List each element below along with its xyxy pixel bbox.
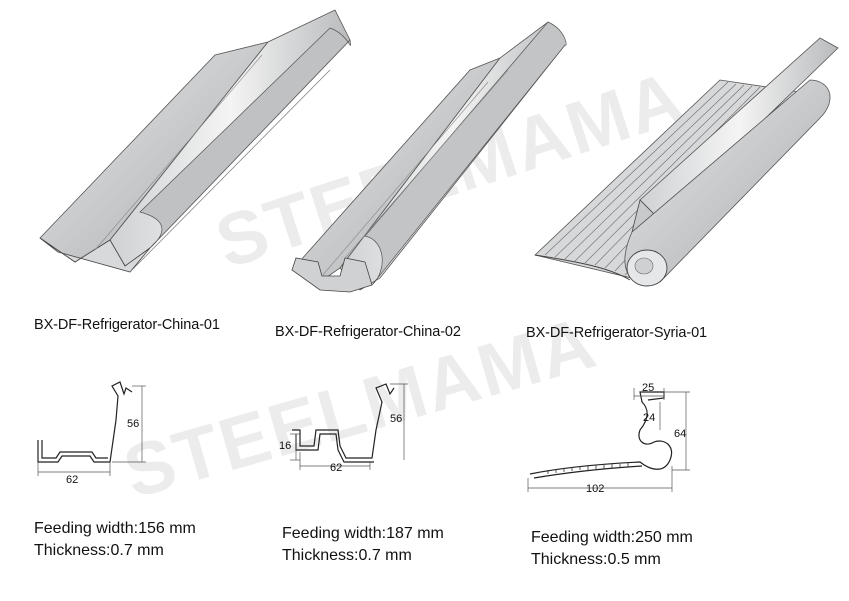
- thickness-syria-01: Thickness:0.5 mm: [531, 549, 693, 571]
- dim-china-02-height: 56: [390, 413, 403, 425]
- thickness-value: 0.5 mm: [607, 551, 661, 568]
- thickness-china-02: Thickness:0.7 mm: [282, 545, 444, 567]
- feeding-width-china-02: Feeding width:187 mm: [282, 523, 444, 545]
- product-name-china-01: BX-DF-Refrigerator-China-01: [34, 317, 220, 333]
- dim-china-02-width: 62: [330, 462, 343, 474]
- thickness-china-01: Thickness:0.7 mm: [34, 540, 196, 562]
- product-name-syria-01: BX-DF-Refrigerator-Syria-01: [526, 325, 708, 341]
- thickness-value: 0.7 mm: [358, 547, 412, 564]
- dim-syria-01-offset: 24: [643, 412, 656, 424]
- feeding-width-china-01: Feeding width:156 mm: [34, 518, 196, 540]
- dim-syria-01-top: 25: [642, 382, 655, 394]
- feeding-width-label: Feeding width:: [531, 529, 636, 546]
- dim-china-02-step: 16: [279, 440, 292, 452]
- dim-syria-01-width: 102: [586, 483, 605, 495]
- thickness-value: 0.7 mm: [110, 542, 164, 559]
- feeding-width-label: Feeding width:: [282, 525, 387, 542]
- feeding-width-value: 187 mm: [386, 525, 444, 542]
- thickness-label: Thickness:: [282, 547, 359, 564]
- feeding-width-value: 250 mm: [635, 529, 693, 546]
- dim-syria-01-height: 64: [674, 428, 687, 440]
- feeding-width-value: 156 mm: [138, 520, 196, 537]
- thickness-label: Thickness:: [34, 542, 111, 559]
- feeding-width-syria-01: Feeding width:250 mm: [531, 527, 693, 549]
- product-name-china-02: BX-DF-Refrigerator-China-02: [275, 324, 461, 340]
- feeding-width-label: Feeding width:: [34, 520, 139, 537]
- dim-china-01-height: 56: [127, 418, 140, 430]
- spec-china-02: Feeding width:187 mm Thickness:0.7 mm: [282, 523, 444, 567]
- spec-china-01: Feeding width:156 mm Thickness:0.7 mm: [34, 518, 196, 562]
- thickness-label: Thickness:: [531, 551, 608, 568]
- spec-syria-01: Feeding width:250 mm Thickness:0.5 mm: [531, 527, 693, 571]
- dim-china-01-width: 62: [66, 474, 79, 486]
